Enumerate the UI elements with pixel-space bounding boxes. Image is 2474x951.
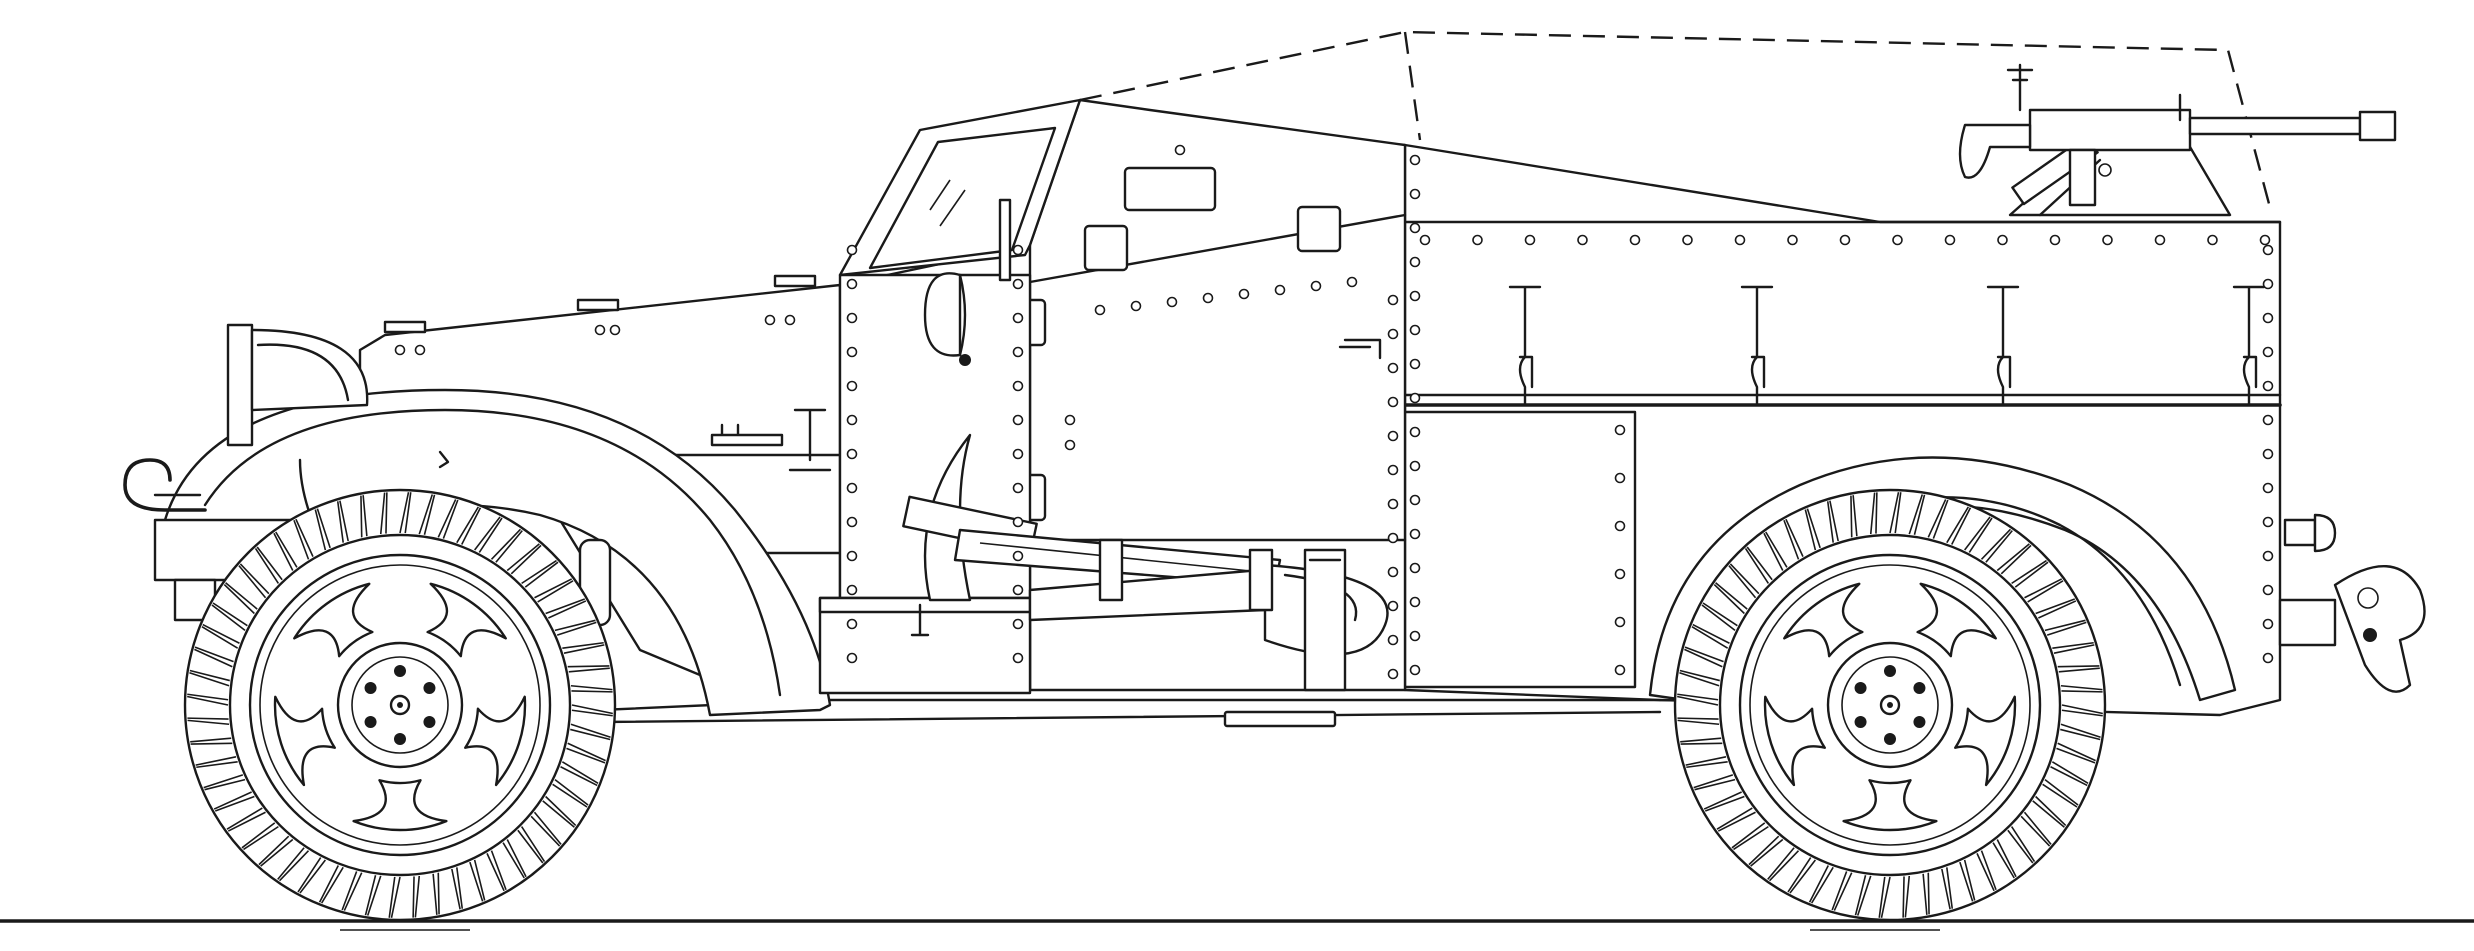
headlight xyxy=(923,272,971,366)
windshield xyxy=(838,98,1082,282)
front-fender xyxy=(163,388,832,717)
rear-wheel xyxy=(1673,488,2107,922)
tow-pintle xyxy=(2278,565,2426,693)
hull-rivets xyxy=(394,144,2274,680)
stowage-brackets xyxy=(1508,285,2266,407)
tail-light xyxy=(2283,513,2337,553)
cab-door xyxy=(998,98,1407,692)
tool-box xyxy=(818,596,1032,695)
machine-gun xyxy=(1958,63,2397,207)
shovel xyxy=(1028,538,1389,692)
tow-hook xyxy=(123,458,207,512)
front-wheel xyxy=(183,488,617,922)
ground-line xyxy=(0,919,2474,931)
